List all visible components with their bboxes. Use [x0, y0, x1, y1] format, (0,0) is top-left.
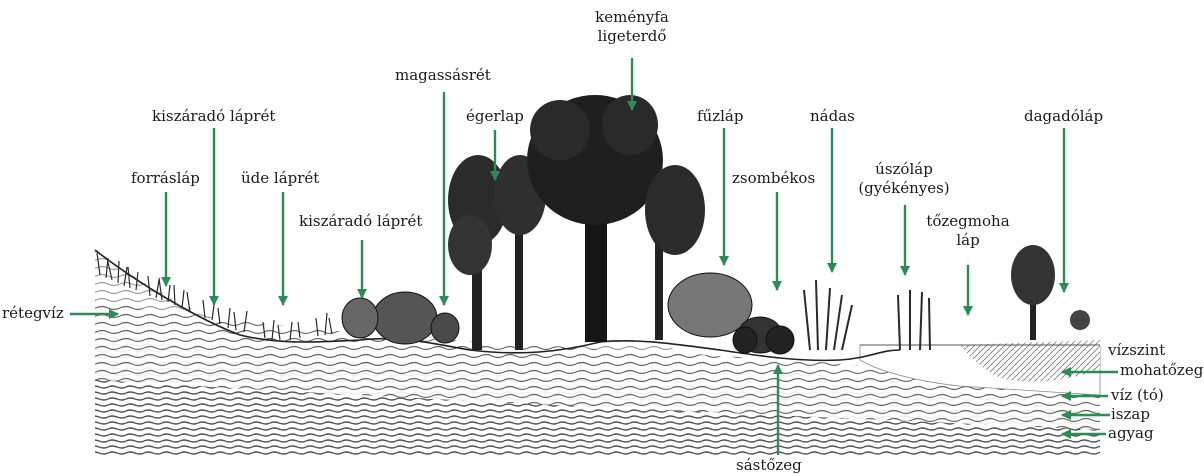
label-kemenyfa-line1: keményfa — [590, 8, 674, 27]
label-kemenyfa: keményfa ligeterdő — [590, 8, 674, 46]
label-forraslap: forrásláp — [131, 169, 200, 188]
label-retegviz: rétegvíz — [2, 304, 64, 323]
label-dagadolap: dagadóláp — [1024, 107, 1103, 126]
label-ude-lapret: üde láprét — [241, 169, 319, 188]
label-uszolap-line2: (gyékényes) — [845, 179, 963, 198]
label-vizszint: vízszint — [1108, 341, 1165, 360]
label-tozegmoha-line1: tőzegmoha — [920, 212, 1016, 231]
label-uszolap-line1: úszóláp — [845, 160, 963, 179]
label-mohatozeg: mohatőzeg — [1120, 361, 1203, 380]
label-tozegmoha: tőzegmoha láp — [920, 212, 1016, 250]
label-kemenyfa-line2: ligeterdő — [590, 27, 674, 46]
label-zsombekos: zsombékos — [732, 169, 815, 188]
label-tozegmoha-line2: láp — [920, 231, 1016, 250]
label-egerlap: égerlap — [466, 107, 524, 126]
label-sastozeg: sástőzeg — [736, 456, 802, 475]
label-agyag: agyag — [1108, 424, 1154, 443]
label-fuzlap: fűzláp — [697, 107, 743, 126]
vegetation-bushes — [342, 273, 794, 354]
label-magassasret: magassásrét — [395, 66, 491, 85]
label-viz-to: víz (tó) — [1111, 386, 1164, 405]
label-kiszarado-lapret-mid: kiszáradó láprét — [299, 212, 422, 231]
label-kiszarado-lapret-top: kiszáradó láprét — [152, 107, 275, 126]
label-iszap: iszap — [1111, 405, 1150, 424]
label-uszolap: úszóláp (gyékényes) — [845, 160, 963, 198]
label-nadas: nádas — [810, 107, 855, 126]
